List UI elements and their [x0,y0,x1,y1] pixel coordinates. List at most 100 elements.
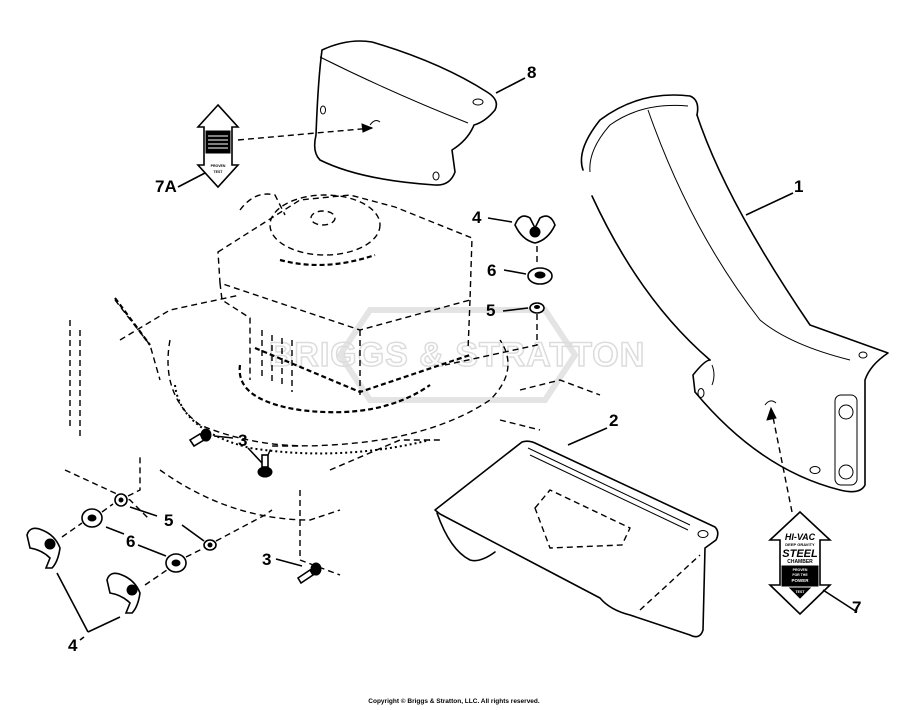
lock-washer-left-lower-hole [207,542,213,548]
discharge-opening [329,439,440,471]
screw-upper-right [257,445,300,478]
engine-base-line [254,346,471,394]
decal-7-text-chamber: CHAMBER [787,559,813,565]
callout-part-4-right: 4 [472,208,482,227]
leader-part-5-left-b [181,524,205,542]
wing-nut-left-lower [106,572,141,614]
wing-nut-left-upper-hub [44,538,56,550]
cover-top-and-side [434,440,719,638]
deck-rim [174,384,431,455]
leader-part-3-upper-b [247,447,263,464]
decal-7-text-for-the: FOR THE [792,573,808,577]
decal-7a-text-1: 1-BODY [211,157,225,161]
stack-axis-left-1 [61,522,83,538]
wing-nut-left-lower-hub [126,584,138,596]
engine-left-edge [219,282,251,380]
leader-part-1 [745,192,794,216]
engine-shroud [217,194,473,331]
deck-skirt [159,469,341,521]
callout-part-6-right: 6 [487,261,496,280]
chute-hole-left [697,388,705,398]
chute-crease [647,109,851,361]
wing-nut-right-hub [529,226,541,238]
recoil-base [279,253,376,267]
deflector-hole-right [472,98,484,106]
decal-7-text-deep-gravity: DEEP GRAVITY [785,542,815,547]
leader-part-3-lower [275,558,303,567]
screw-upper-right-shank [261,454,269,468]
deflector-hole-bottom [432,171,440,181]
stack-axis-left-6 [215,509,273,542]
lock-washer-right-hole [534,305,540,309]
stack-axis-left-4 [144,569,168,586]
decal-position-mark-8 [369,120,381,126]
decal-7a: 1-BODY PROVEN TEST [196,103,374,189]
leader-part-4-left-c [79,636,85,641]
callout-part-5-right: 5 [486,301,495,320]
decal-7-bottom-tab [788,587,812,599]
deck-side [64,320,151,521]
deflector-hole-left [320,105,326,115]
decal-7-text-steel: STEEL [782,548,818,560]
cover-hole [697,530,709,538]
chute-bolt-upper [838,404,854,420]
leader-part-7a [177,172,206,188]
deflector-body [313,40,498,186]
part-1-chute [580,94,889,493]
decal-7-text-power: POWER [791,578,809,583]
deck-right-lower [499,419,541,431]
hardware-right-stack [444,215,556,366]
callout-part-3-upper: 3 [238,431,247,450]
leader-part-4-left-b [87,616,121,633]
cover-fold-line-2 [529,454,689,531]
watermark-text: BRIGGS & STRATTON [269,336,646,374]
hardware-left-stack [26,455,273,614]
leader-part-4-left-a [56,572,89,633]
engine-phantom [64,193,601,576]
leader-part-7 [822,589,858,613]
stack-axis-left-3 [127,455,141,497]
decal-7a-panel [205,130,231,154]
decal-7-text-test: TEST [796,590,806,594]
wing-nut-left-upper [26,527,61,569]
leader-part-8 [495,77,526,94]
cover-left-fold [436,512,496,562]
decal-7a-leader-arrow [237,127,373,141]
cover-inner-edge [639,554,701,611]
chute-rim-inner [589,104,689,173]
decal-7-text-proven: PROVEN [793,568,808,572]
recoil-hub [310,210,336,226]
screw-upper-right-axis [267,445,300,456]
engine-mount-ring [238,364,431,414]
leader-part-6-right [503,269,527,275]
decal-7a-text-3: TEST [214,170,224,174]
leader-part-4-right [487,217,513,223]
chute-lip [711,364,715,386]
callout-part-4-left: 4 [68,636,78,655]
screw-lower-shank [296,568,315,585]
cylinder-fins [261,330,293,392]
part-2-cover [434,440,719,638]
cover-hidden-opening [534,489,631,549]
screw-lower [296,562,322,585]
leader-part-6-left-b [137,544,167,557]
callout-part-7a: 7A [155,177,177,196]
deck-right [519,379,601,396]
deck-outline [167,339,509,447]
screw-lower-head [310,562,322,576]
decal-7-arrowhead [766,406,777,421]
chute-rim-outer [580,94,699,171]
stack-axis-right-2 [444,314,538,366]
decal-7-text-hivac: HI-VAC [785,532,816,542]
deflector-bend-line [319,56,469,124]
decal-7a-arrowhead [361,123,374,133]
callout-part-5-left: 5 [164,511,173,530]
flat-washer-left-upper-hole [87,514,97,522]
decal-7a-lines [208,135,228,149]
starter-handle [239,193,286,216]
leader-part-6-left-a [105,526,125,535]
copyright-notice: Copyright © Briggs & Stratton, LLC. All … [368,698,540,705]
callout-part-2: 2 [609,411,618,430]
leader-part-3-upper-a [213,435,234,439]
chute-hole-bottom [809,466,821,474]
